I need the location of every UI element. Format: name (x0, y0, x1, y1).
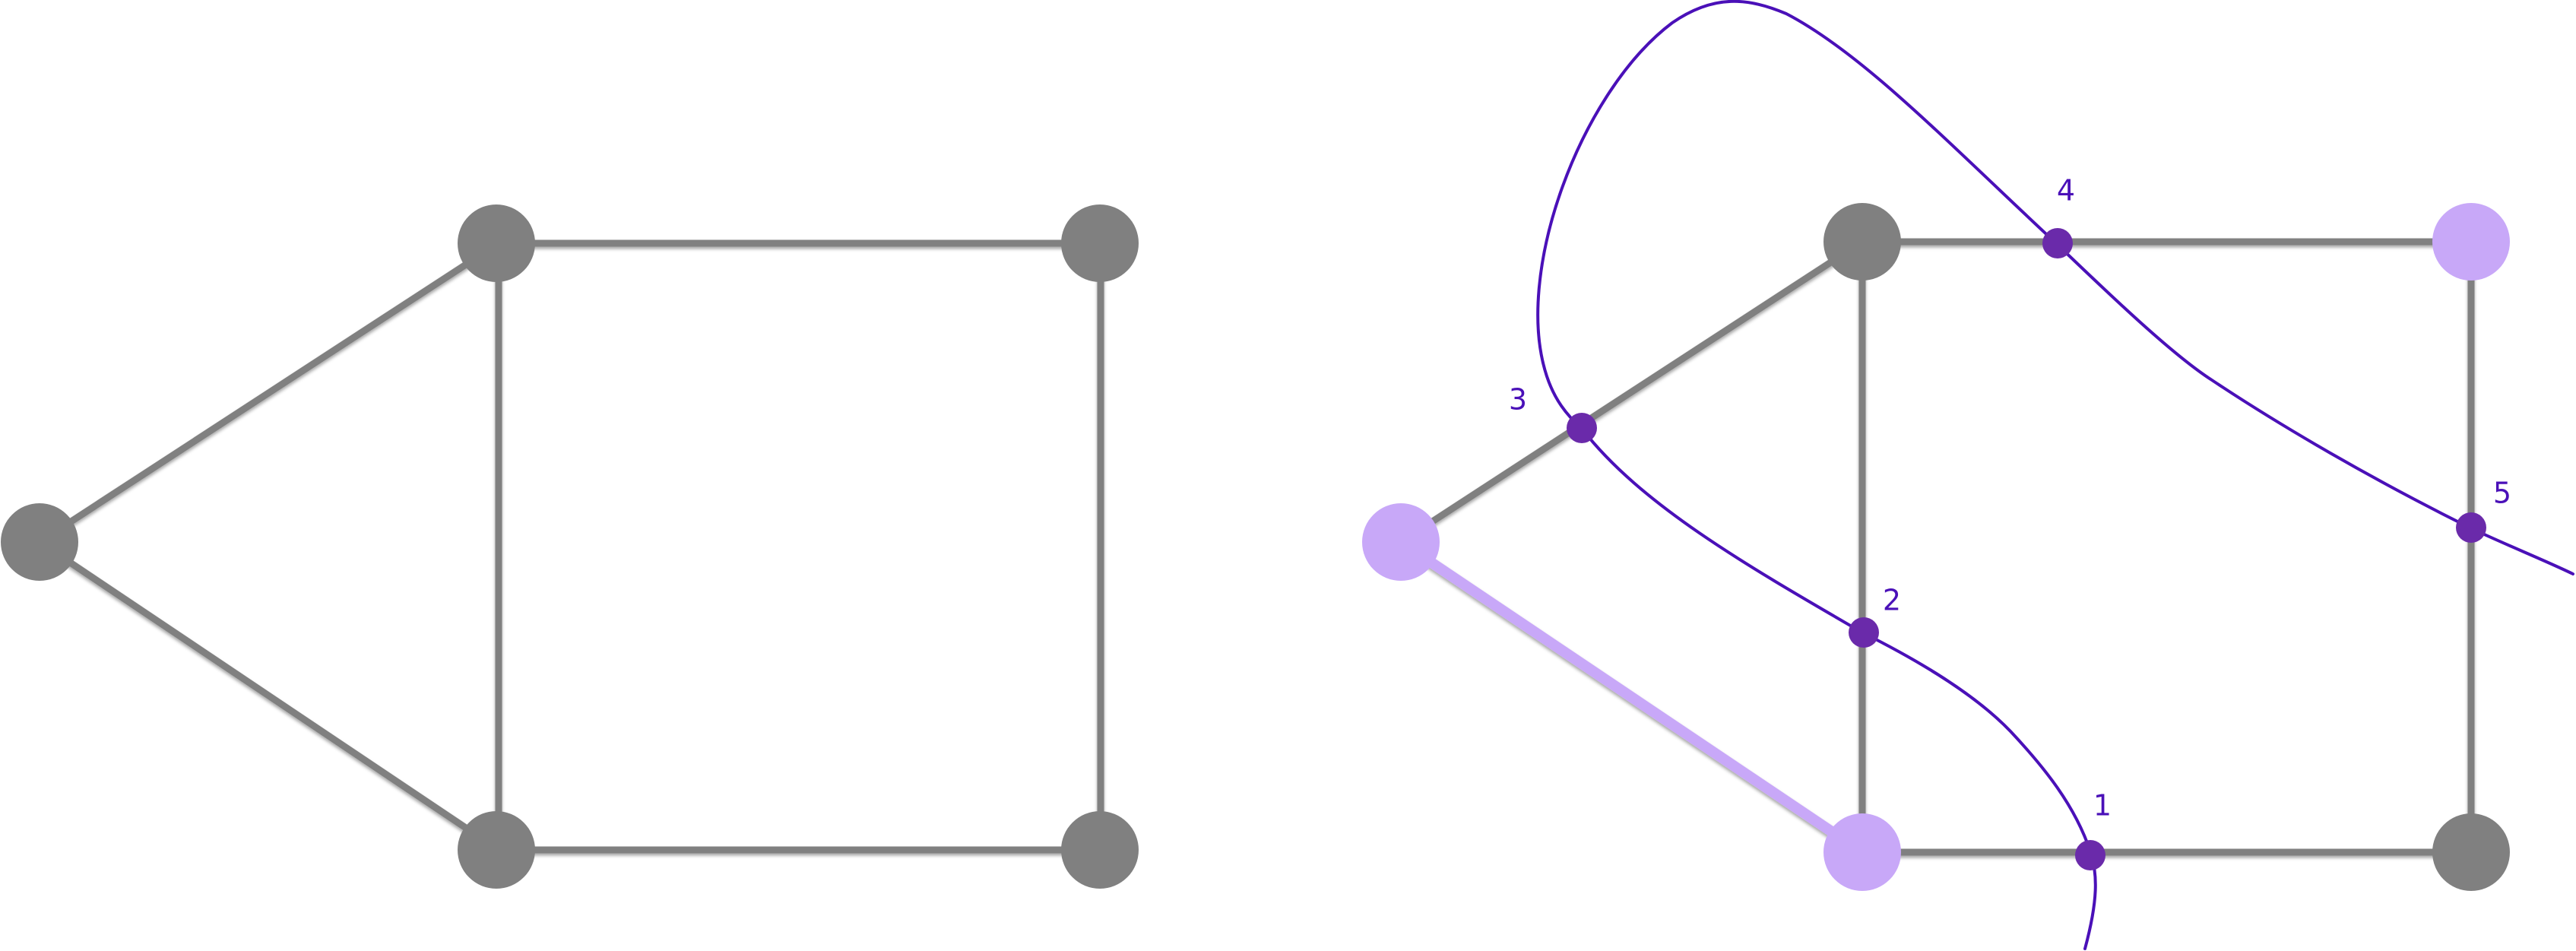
top-right-node-highlighted (2432, 203, 2510, 281)
right-graph-nodes (1362, 203, 2510, 891)
bottom-left-node (458, 811, 535, 889)
crossing-point-5 (2456, 512, 2486, 543)
crossing-label-3: 3 (1509, 383, 1527, 417)
bottom-right-node (2432, 813, 2510, 891)
top-right-node (1061, 204, 1139, 282)
edge-left-bottom-left-highlighted (1398, 537, 1865, 857)
crossing-point-4 (2042, 228, 2073, 258)
left-node (1, 503, 78, 581)
crossing-point-1 (2075, 840, 2105, 870)
crossing-label-4: 4 (2057, 174, 2075, 208)
bottom-left-node-highlighted (1823, 813, 1901, 891)
crossing-label-2: 2 (1883, 584, 1901, 617)
crossing-point-2 (1849, 617, 1879, 648)
left-graph (1, 204, 1139, 889)
edge-left-bottom-left (37, 539, 501, 853)
right-graph-edges (1398, 238, 2475, 857)
crossing-labels: 1 2 3 4 5 (1509, 174, 2511, 823)
left-node-highlighted (1362, 503, 1440, 581)
left-graph-nodes (1, 204, 1139, 889)
top-left-node (458, 204, 535, 282)
crossing-label-1: 1 (2093, 789, 2112, 823)
right-graph: 1 2 3 4 5 (1362, 0, 2574, 950)
top-left-node (1823, 203, 1901, 281)
crossing-curve (1536, 0, 2574, 950)
left-graph-edges (37, 239, 1104, 854)
bottom-right-node (1061, 811, 1139, 889)
crossing-points (1567, 228, 2486, 870)
crossing-point-3 (1567, 413, 1597, 443)
edge-left-top-left (1399, 239, 1865, 545)
edge-left-top-left (37, 240, 501, 545)
crossing-label-5: 5 (2493, 477, 2511, 510)
